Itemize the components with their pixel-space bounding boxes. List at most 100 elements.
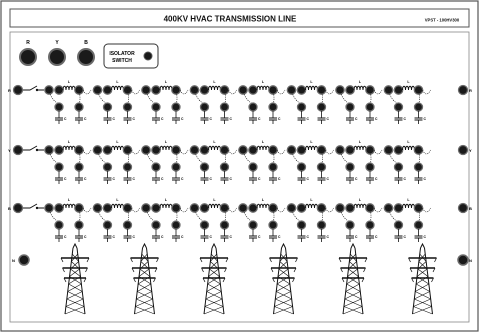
link-wire bbox=[131, 207, 140, 213]
shunt-terminal[interactable] bbox=[54, 220, 64, 230]
phase-output-terminal[interactable] bbox=[457, 84, 469, 96]
inner-frame bbox=[9, 31, 470, 323]
series-terminal[interactable] bbox=[151, 203, 161, 213]
shunt-terminal[interactable] bbox=[316, 220, 327, 230]
lattice-brace bbox=[419, 253, 427, 262]
shunt-terminal[interactable] bbox=[219, 102, 230, 112]
shunt-terminal[interactable] bbox=[365, 102, 375, 112]
isolator-knob[interactable] bbox=[143, 51, 153, 61]
shunt-terminal[interactable] bbox=[365, 162, 375, 172]
shunt-terminal[interactable] bbox=[102, 162, 113, 172]
shunt-terminal[interactable] bbox=[413, 102, 424, 112]
shunt-terminal[interactable] bbox=[393, 162, 404, 172]
shunt-terminal[interactable] bbox=[151, 102, 161, 112]
shunt-terminal[interactable] bbox=[122, 102, 133, 112]
insulator bbox=[130, 257, 133, 263]
shunt-terminal[interactable] bbox=[122, 162, 133, 172]
shunt-terminal[interactable] bbox=[248, 102, 258, 112]
shunt-terminal[interactable] bbox=[122, 220, 133, 230]
shunt-terminal[interactable] bbox=[151, 162, 161, 172]
phase-input-terminal[interactable] bbox=[12, 84, 24, 96]
series-terminal[interactable] bbox=[199, 85, 210, 95]
shunt-terminal[interactable] bbox=[199, 102, 210, 112]
neutral-terminal-in[interactable]: N bbox=[12, 254, 30, 266]
series-terminal[interactable] bbox=[345, 85, 355, 95]
link-wire bbox=[179, 207, 189, 213]
shunt-terminal[interactable] bbox=[268, 220, 278, 230]
shunt-terminal[interactable] bbox=[151, 220, 161, 230]
insulator bbox=[153, 277, 156, 283]
series-terminal[interactable] bbox=[151, 145, 161, 155]
series-terminal[interactable] bbox=[248, 85, 258, 95]
shunt-terminal[interactable] bbox=[54, 162, 64, 172]
shunt-terminal[interactable] bbox=[219, 220, 230, 230]
series-terminal[interactable] bbox=[199, 203, 210, 213]
series-terminal[interactable] bbox=[54, 203, 64, 213]
panel-title: 400KV HVAC TRANSMISSION LINE bbox=[164, 15, 297, 24]
shunt-terminal[interactable] bbox=[296, 102, 307, 112]
shunt-terminal[interactable] bbox=[248, 162, 258, 172]
series-terminal[interactable] bbox=[102, 145, 113, 155]
series-terminal[interactable] bbox=[102, 85, 113, 95]
series-terminal[interactable] bbox=[296, 85, 307, 95]
shunt-terminal[interactable] bbox=[171, 220, 181, 230]
shunt-terminal[interactable] bbox=[296, 220, 307, 230]
shunt-terminal[interactable] bbox=[199, 162, 210, 172]
shunt-terminal[interactable] bbox=[248, 220, 258, 230]
series-terminal[interactable] bbox=[199, 145, 210, 155]
shunt-terminal[interactable] bbox=[199, 220, 210, 230]
neutral-terminal-out[interactable]: N bbox=[457, 254, 472, 266]
source-terminal-y[interactable]: Y bbox=[48, 40, 66, 66]
capacitor-label: C bbox=[230, 177, 233, 181]
phase-output-terminal[interactable] bbox=[457, 144, 469, 156]
series-terminal[interactable] bbox=[296, 203, 307, 213]
series-terminal[interactable] bbox=[102, 203, 113, 213]
shunt-terminal[interactable] bbox=[74, 102, 84, 112]
shunt-terminal[interactable] bbox=[316, 102, 327, 112]
series-terminal[interactable] bbox=[248, 145, 258, 155]
shunt-terminal[interactable] bbox=[316, 162, 327, 172]
shunt-terminal[interactable] bbox=[171, 162, 181, 172]
shunt-terminal[interactable] bbox=[74, 162, 84, 172]
source-terminal-r[interactable]: R bbox=[19, 40, 37, 66]
shunt-terminal[interactable] bbox=[171, 102, 181, 112]
series-terminal[interactable] bbox=[393, 145, 404, 155]
phase-input-terminal[interactable] bbox=[12, 144, 24, 156]
inductor-coil bbox=[305, 203, 318, 209]
shunt-terminal[interactable] bbox=[268, 102, 278, 112]
shunt-terminal[interactable] bbox=[413, 220, 424, 230]
series-terminal[interactable] bbox=[345, 145, 355, 155]
shunt-terminal[interactable] bbox=[268, 162, 278, 172]
series-terminal[interactable] bbox=[393, 203, 404, 213]
series-terminal[interactable] bbox=[54, 85, 64, 95]
source-terminal-b[interactable]: B bbox=[77, 40, 95, 66]
shunt-terminal[interactable] bbox=[365, 220, 375, 230]
series-terminal[interactable] bbox=[296, 145, 307, 155]
shunt-terminal[interactable] bbox=[54, 102, 64, 112]
shunt-terminal[interactable] bbox=[413, 162, 424, 172]
shunt-terminal[interactable] bbox=[102, 102, 113, 112]
isolator-switch[interactable]: ISOLATOR SWITCH bbox=[103, 43, 159, 69]
shunt-terminal[interactable] bbox=[102, 220, 113, 230]
shunt-terminal[interactable] bbox=[393, 220, 404, 230]
phase-output-terminal[interactable] bbox=[457, 202, 469, 214]
lattice-brace bbox=[417, 261, 427, 270]
shunt-terminal[interactable] bbox=[345, 220, 355, 230]
shunt-terminal[interactable] bbox=[296, 162, 307, 172]
series-terminal[interactable] bbox=[54, 145, 64, 155]
shunt-terminal[interactable] bbox=[219, 162, 230, 172]
shunt-terminal[interactable] bbox=[345, 102, 355, 112]
series-terminal[interactable] bbox=[151, 85, 161, 95]
phase-input-terminal[interactable] bbox=[12, 202, 24, 214]
series-terminal[interactable] bbox=[345, 203, 355, 213]
series-terminal[interactable] bbox=[393, 85, 404, 95]
shunt-terminal[interactable] bbox=[393, 102, 404, 112]
transmission-tower-icon bbox=[269, 242, 298, 315]
link-wire bbox=[325, 149, 334, 155]
series-terminal[interactable] bbox=[248, 203, 258, 213]
shunt-terminal[interactable] bbox=[74, 220, 84, 230]
shunt-terminal[interactable] bbox=[345, 162, 355, 172]
lattice-brace bbox=[414, 298, 432, 307]
